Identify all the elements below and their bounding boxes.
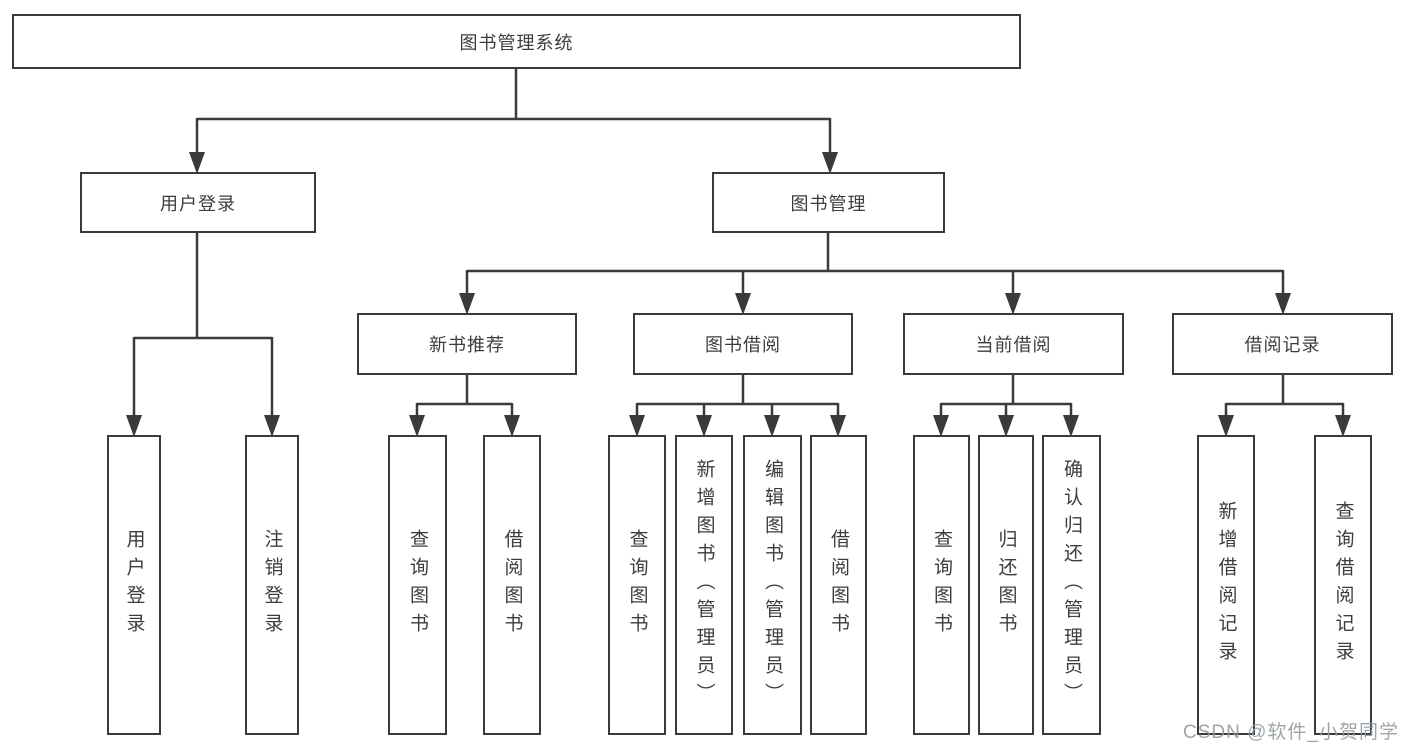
leaf-edit-books-admin: 编辑图书（管理员） (743, 435, 802, 735)
node-user-login-label: 用户登录 (160, 193, 236, 214)
node-book-borrow-label: 图书借阅 (705, 335, 781, 355)
node-current-borrow: 当前借阅 (903, 313, 1124, 375)
leaf-return-books: 归还图书 (978, 435, 1034, 735)
leaf-query-borrow-record: 查询借阅记录 (1314, 435, 1372, 735)
leaf-edit-books-admin-label: 编辑图书（管理员） (762, 459, 783, 711)
leaf-logout-login-label: 注销登录 (261, 529, 283, 641)
node-book-management-label: 图书管理 (790, 193, 867, 214)
leaf-query-books-current: 查询图书 (913, 435, 970, 735)
leaf-borrow-books: 借阅图书 (810, 435, 867, 735)
leaf-query-borrow-record-label: 查询借阅记录 (1332, 501, 1354, 669)
arrowheads (126, 152, 1351, 437)
leaf-add-borrow-record-label: 新增借阅记录 (1215, 501, 1237, 669)
node-borrow-record: 借阅记录 (1172, 313, 1393, 375)
leaf-borrow-books-recommend-label: 借阅图书 (501, 529, 523, 641)
node-root-system: 图书管理系统 (12, 14, 1021, 69)
leaf-confirm-return-admin-label: 确认归还（管理员） (1061, 459, 1082, 711)
leaf-return-books-label: 归还图书 (995, 529, 1017, 641)
node-book-management: 图书管理 (712, 172, 945, 233)
leaf-user-login: 用户登录 (107, 435, 161, 735)
leaf-borrow-books-label: 借阅图书 (828, 529, 849, 641)
leaf-add-books-admin: 新增图书（管理员） (675, 435, 733, 735)
node-book-borrow: 图书借阅 (633, 313, 853, 375)
leaf-query-books-recommend-label: 查询图书 (407, 529, 428, 641)
node-current-borrow-label: 当前借阅 (975, 335, 1052, 355)
node-new-book-recommend: 新书推荐 (357, 313, 577, 375)
leaf-add-borrow-record: 新增借阅记录 (1197, 435, 1255, 735)
leaf-borrow-books-recommend: 借阅图书 (483, 435, 541, 735)
leaf-query-books-borrow: 查询图书 (608, 435, 666, 735)
node-borrow-record-label: 借阅记录 (1244, 335, 1321, 355)
leaf-confirm-return-admin: 确认归还（管理员） (1042, 435, 1101, 735)
leaf-logout-login: 注销登录 (245, 435, 299, 735)
node-new-book-recommend-label: 新书推荐 (429, 335, 505, 355)
leaf-query-books-borrow-label: 查询图书 (626, 529, 648, 641)
leaf-query-books-current-label: 查询图书 (931, 529, 952, 641)
node-root-label: 图书管理系统 (459, 32, 574, 53)
leaf-add-books-admin-label: 新增图书（管理员） (693, 459, 715, 711)
leaf-user-login-label: 用户登录 (123, 529, 145, 641)
csdn-watermark: CSDN @软件_小贺同学 (1183, 722, 1399, 743)
leaf-query-books-recommend: 查询图书 (388, 435, 447, 735)
node-user-login: 用户登录 (80, 172, 316, 233)
